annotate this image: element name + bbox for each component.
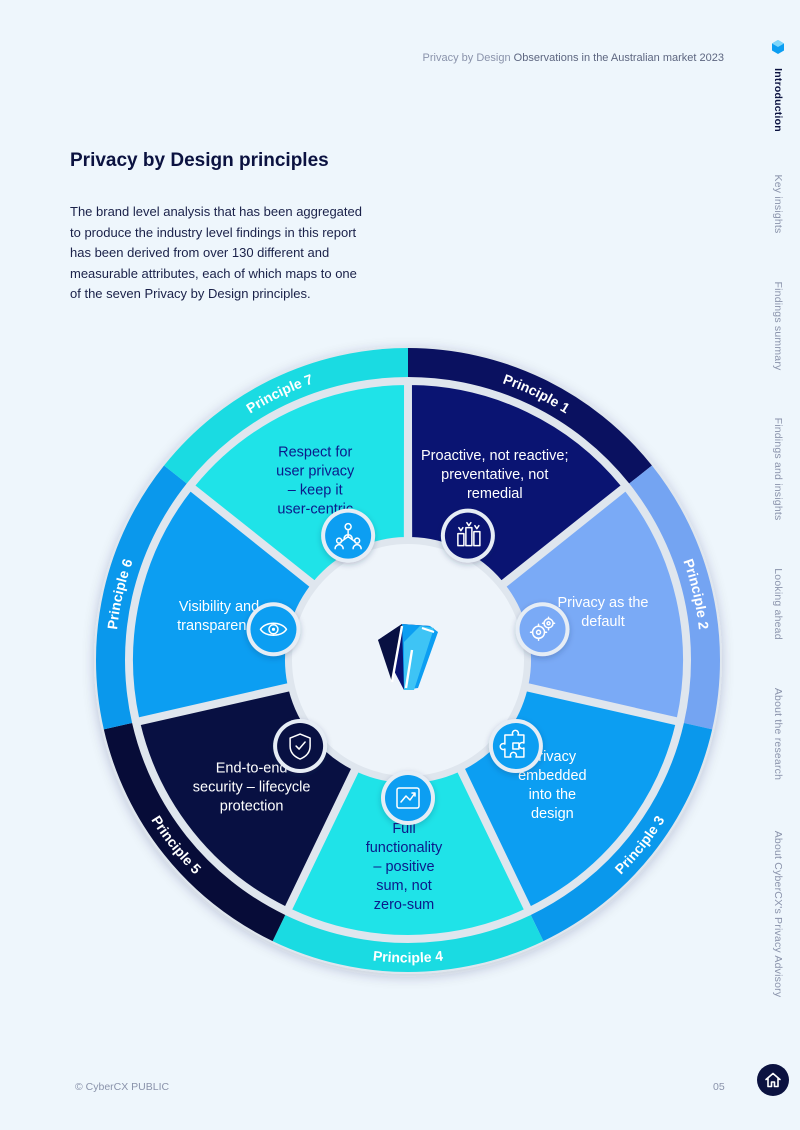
- ring-sector-6: [96, 465, 187, 730]
- outer-ring: [96, 348, 720, 972]
- ring-sector-2: [629, 465, 720, 730]
- document-header: Privacy by Design Observations in the Au…: [423, 52, 724, 64]
- side-navigation: Introduction Key insights Findings summa…: [756, 0, 800, 1130]
- ring-sector-3: [530, 722, 713, 942]
- home-icon: [765, 1072, 781, 1088]
- nav-key-insights[interactable]: Key insights: [772, 174, 784, 234]
- eye-icon: [246, 602, 301, 657]
- header-subtitle: Observations in the Australian market 20…: [513, 52, 724, 64]
- nav-introduction[interactable]: Introduction: [772, 68, 784, 132]
- puzzle-icon: [488, 719, 543, 774]
- ring-sector-5: [103, 722, 286, 942]
- page-title: Privacy by Design principles: [70, 150, 329, 171]
- nav-about-research[interactable]: About the research: [772, 687, 784, 781]
- segment-icons: [246, 508, 570, 825]
- header-series: Privacy by Design: [422, 52, 511, 64]
- home-button[interactable]: [757, 1064, 789, 1096]
- page-number: 05: [713, 1081, 725, 1093]
- ring-sector-4: [272, 914, 544, 972]
- gears-icon: [515, 602, 570, 657]
- hexagon-icon: [772, 40, 784, 54]
- nav-looking-ahead[interactable]: Looking ahead: [772, 568, 784, 640]
- ring-sector-7: [164, 348, 408, 484]
- ring-sector-1: [408, 348, 652, 484]
- hands-raised-icon: [440, 508, 495, 563]
- shield-check-icon: [273, 719, 328, 774]
- segment-texts: Proactive, not reactive;preventative, no…: [177, 444, 648, 913]
- nav-findings-and-insights[interactable]: Findings and insights: [772, 417, 784, 521]
- nav-about-privacy-advisory[interactable]: About CyberCX's Privacy Advisory: [772, 830, 784, 998]
- nav-findings-summary[interactable]: Findings summary: [772, 281, 784, 371]
- footer-classification: © CyberCX PUBLIC: [75, 1081, 170, 1093]
- growth-chart-icon: [381, 771, 435, 825]
- cybercx-logo-icon: [378, 624, 438, 690]
- ring-label-principle-4: Principle 4: [372, 947, 444, 965]
- users-network-icon: [321, 508, 376, 563]
- intro-paragraph: The brand level analysis that has been a…: [70, 204, 362, 301]
- principle-1-description: Proactive, not reactive;preventative, no…: [421, 448, 569, 502]
